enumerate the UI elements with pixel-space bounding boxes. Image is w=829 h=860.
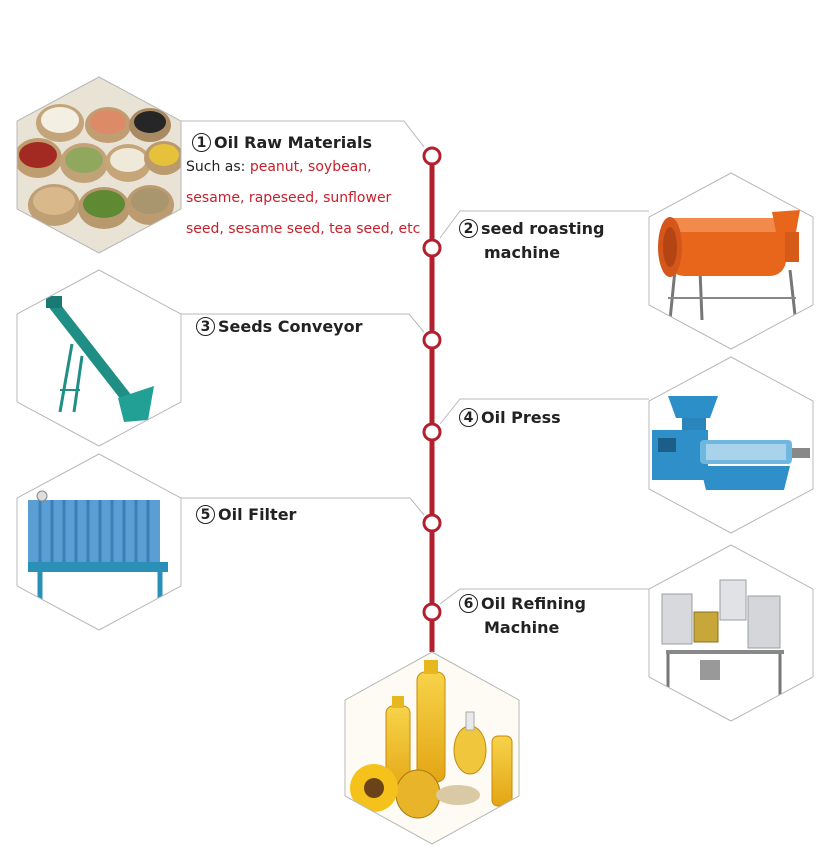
timeline-node-3 (422, 330, 442, 350)
step-1-number: 1 (192, 133, 211, 152)
cooking-oil-bottles-image (344, 651, 520, 845)
step-2-label-line1: seed roasting (481, 219, 605, 238)
step-1-label: Oil Raw Materials (214, 133, 373, 152)
timeline-node-6 (422, 602, 442, 622)
step-4-number: 4 (459, 408, 478, 427)
step-5-number: 5 (196, 505, 215, 524)
step-2-number: 2 (459, 219, 478, 238)
raw-materials-description: Such as: peanut, soybean, sesame, rapese… (186, 152, 422, 245)
timeline-node-5 (422, 513, 442, 533)
grain-sacks-image (16, 76, 182, 254)
timeline-node-1 (422, 146, 442, 166)
screw-oil-press-image (648, 356, 814, 534)
step-3-label: Seeds Conveyor (218, 317, 363, 336)
step-2-label-line2: machine (484, 243, 561, 262)
step-3-number: 3 (196, 317, 215, 336)
step-4-label: Oil Press (481, 408, 561, 427)
step-6-label-line2: Machine (484, 618, 560, 637)
screw-conveyor-image (16, 269, 182, 447)
roaster-drum-image (648, 172, 814, 350)
description-prefix: Such as: (186, 159, 250, 175)
step-6-number: 6 (459, 594, 478, 613)
connector-lines (181, 120, 649, 605)
step-5-label: Oil Filter (218, 505, 297, 524)
step-6-label-line1: Oil Refining (481, 594, 586, 613)
timeline-nodes (422, 146, 442, 622)
timeline-node-2 (422, 238, 442, 258)
refining-tanks-image (648, 544, 814, 722)
materials-list: peanut, soybean, sesame, rapeseed, sunfl… (186, 159, 421, 237)
timeline-node-4 (422, 422, 442, 442)
plate-filter-press-image (16, 453, 182, 631)
